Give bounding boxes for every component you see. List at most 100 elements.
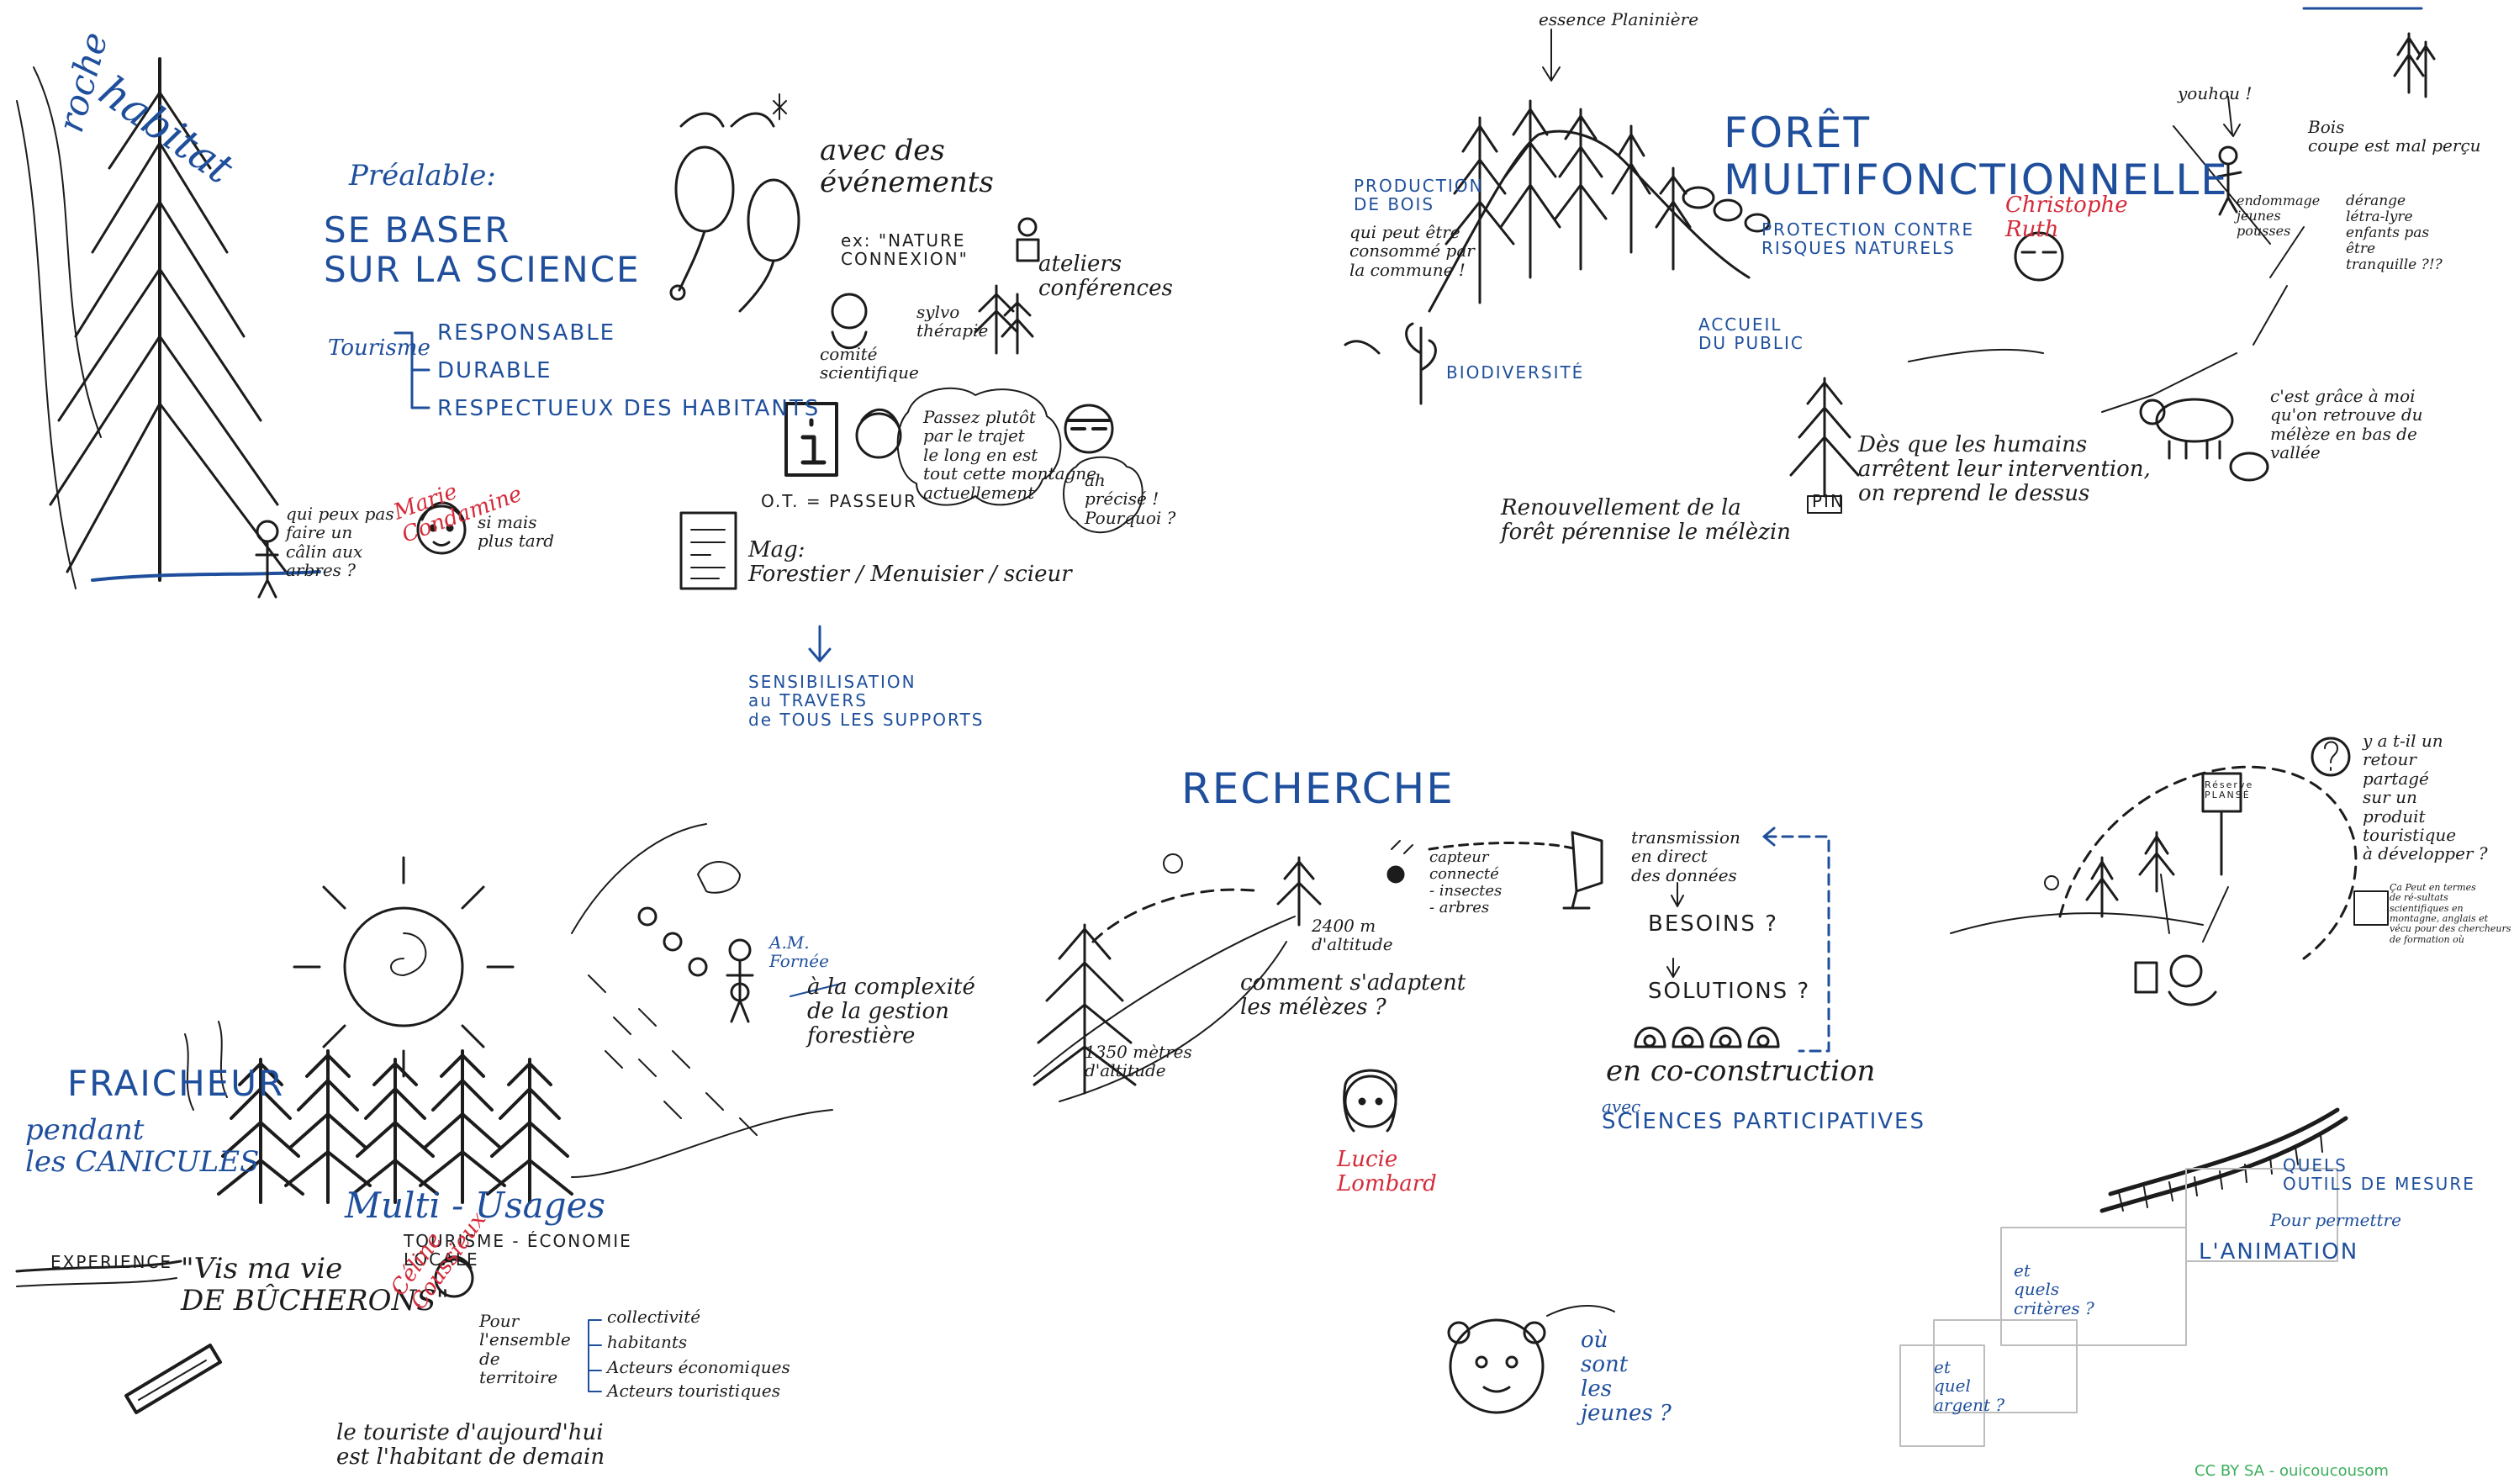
celine-face-icon	[434, 1255, 474, 1298]
complexite-text: à la complexité de la gestion forestière	[807, 974, 975, 1049]
question-circle-icon	[2311, 737, 2351, 777]
marie-face-icon	[416, 501, 467, 555]
license-footer: CC BY SA - ouicoucousom	[2194, 1462, 2389, 1480]
renouvellement-text: Renouvellement de la forêt pérennise le …	[1501, 495, 1791, 546]
monitor-icon	[1562, 831, 1603, 910]
scientist-icon	[2134, 954, 2217, 1006]
reserve-sign-text: Réserve PLANSÉ	[2205, 779, 2254, 801]
tree-row-icon	[217, 1049, 573, 1204]
big-tree-icon	[16, 57, 288, 589]
criteres-question: et quels critères ?	[2014, 1260, 2094, 1318]
sciences-participatives-label: SCIENCES PARTICIPATIVES	[1602, 1109, 1925, 1134]
note-card-text: Ça Peut en termes de ré-sultats scientif…	[2390, 882, 2511, 945]
jeunes-question: où sont les jeunes ?	[1581, 1328, 1672, 1427]
retour-question: y a t-il un retour partagé sur un produi…	[2363, 731, 2488, 864]
production-label: PRODUCTION DE BOIS	[1354, 176, 1484, 215]
prealable-label: Préalable:	[349, 159, 496, 193]
sylvo-label: sylvo thérapie	[916, 302, 989, 341]
experience-underline	[15, 1260, 182, 1273]
acteurs-eco-label: Acteurs économiques	[607, 1357, 790, 1377]
bubble-left-text: Passez plutôt par le trajet le long en e…	[923, 407, 1097, 503]
capteur-label: capteur connecté - insectes - arbres	[1429, 848, 1503, 917]
biodiversity-plant-icon	[1344, 322, 1437, 405]
speech-cloud-2	[1063, 456, 1143, 534]
accueil-label: ACCUEIL DU PUBLIC	[1698, 314, 1804, 354]
tourisme-label: Tourisme	[328, 335, 430, 361]
sensibilisation-label: SENSIBILISATION au TRAVERS de TOUS LES S…	[748, 672, 985, 730]
info-sign-icon	[784, 402, 838, 477]
humains-text: Dès que les humains arrêtent leur interv…	[1858, 432, 2151, 507]
ateliers-label: ateliers conférences	[1038, 251, 1173, 302]
endommage-label: endommage jeunes pousses	[2237, 193, 2321, 239]
permettre-label: Pour permettre	[2270, 1210, 2401, 1230]
comite-label: comité scientifique	[820, 344, 919, 383]
corner-trees-icon	[2302, 7, 2436, 98]
dashed-loop	[2058, 765, 2358, 960]
durable-label: DURABLE	[437, 358, 552, 383]
feedback-dashed-arrow	[1764, 835, 1830, 1053]
events-label: avec des événements	[820, 134, 994, 200]
tree-hug-speech: qui peux pas faire un câlin aux arbres ?	[286, 504, 394, 581]
argent-question: et quel argent ?	[1934, 1357, 2005, 1415]
note-card-icon	[2353, 890, 2389, 926]
ground-line	[91, 570, 321, 582]
essence-label: essence Planinière	[1539, 9, 1699, 29]
youhou-label: youhou !	[2178, 83, 2253, 103]
animation-label: L'ANIMATION	[2199, 1239, 2359, 1265]
ruler-icon	[2099, 1107, 2348, 1213]
science-heading: SE BASER SUR LA SCIENCE	[324, 209, 641, 291]
vis-ma-vie-label: "Vis ma vie DE BÛCHERONS"	[181, 1252, 450, 1318]
lucie-name: Lucie Lombard	[1337, 1147, 1437, 1197]
person-icon	[255, 520, 279, 599]
right-trees-icon	[2085, 831, 2175, 918]
glasses-face-icon	[1064, 404, 1114, 454]
christophe-name: Christophe Ruth	[2005, 193, 2128, 243]
besoins-label: BESOINS ?	[1648, 911, 1778, 937]
sensor-icon	[1386, 865, 1405, 884]
sign-post-icon	[2201, 772, 2242, 876]
habitants-label: habitants	[607, 1332, 688, 1352]
small-trees-icon	[974, 284, 1034, 355]
sun-icon	[293, 856, 515, 1078]
foret-title: FORÊT MULTIFONCTIONNELLE	[1724, 108, 2229, 204]
jeunes-face-icon	[1447, 1318, 1546, 1414]
recherche-title: RECHERCHE	[1181, 764, 1455, 813]
rocks-icon	[1682, 186, 1771, 233]
fraicheur-title: FRAICHEUR	[67, 1063, 285, 1104]
guide-person-icon	[697, 861, 754, 1023]
acteurs-tour-label: Acteurs touristiques	[607, 1381, 780, 1401]
biodiversite-label: BIODIVERSITÉ	[1446, 362, 1585, 383]
people-row-icon	[1634, 1027, 1780, 1048]
sheep-icon	[2139, 398, 2269, 482]
outils-label: QUELS OUTILS DE MESURE	[2283, 1155, 2475, 1195]
grace-text: c'est grâce à moi qu'on retrouve du mélè…	[2270, 386, 2423, 463]
skier-icon	[2173, 96, 2271, 245]
alt-2400-label: 2400 m d'altitude	[1312, 916, 1393, 955]
transmission-label: transmission en direct des données	[1631, 827, 1740, 885]
pin-label: PIN	[1812, 491, 1845, 511]
tourisme-eco-label: TOURISME - ÉCONOMIE LOCALE	[404, 1231, 632, 1270]
solutions-label: SOLUTIONS ?	[1648, 979, 1811, 1004]
nature-connexion-label: ex: "NATURE CONNEXION"	[841, 230, 969, 270]
comite-face-icon	[831, 293, 868, 350]
production-desc: qui peut être consommé par la commune !	[1349, 222, 1475, 280]
multi-usages-title: Multi - Usages	[345, 1185, 605, 1226]
atelier-person-icon	[1016, 217, 1040, 262]
magazine-label: Mag: Forestier / Menuisier / scieur	[748, 537, 1072, 588]
speech-cloud-1	[896, 387, 1062, 506]
later-speech: si mais plus tard	[478, 512, 555, 552]
bois-label: Bois coupe est mal perçu	[2308, 117, 2481, 156]
canicules-label: pendant les CANICULES	[25, 1113, 260, 1180]
bubble-right-text: ah précisé ! Pourquoi ?	[1085, 470, 1176, 528]
experience-label: EXPERIENCE	[50, 1252, 173, 1272]
sensib-arrow	[808, 625, 832, 663]
territoire-label: Pour l'ensemble de territoire	[479, 1311, 571, 1388]
pine-tree-icon	[1789, 377, 1860, 498]
passeur-face-icon	[855, 408, 902, 459]
lucie-face-icon	[1343, 1069, 1397, 1133]
alt-1350-label: 1350 mètres d'altitude	[1085, 1042, 1192, 1081]
touriste-quote: le touriste d'aujourd'hui est l'habitant…	[336, 1420, 605, 1471]
recherche-tree-icon	[1033, 856, 1322, 1095]
